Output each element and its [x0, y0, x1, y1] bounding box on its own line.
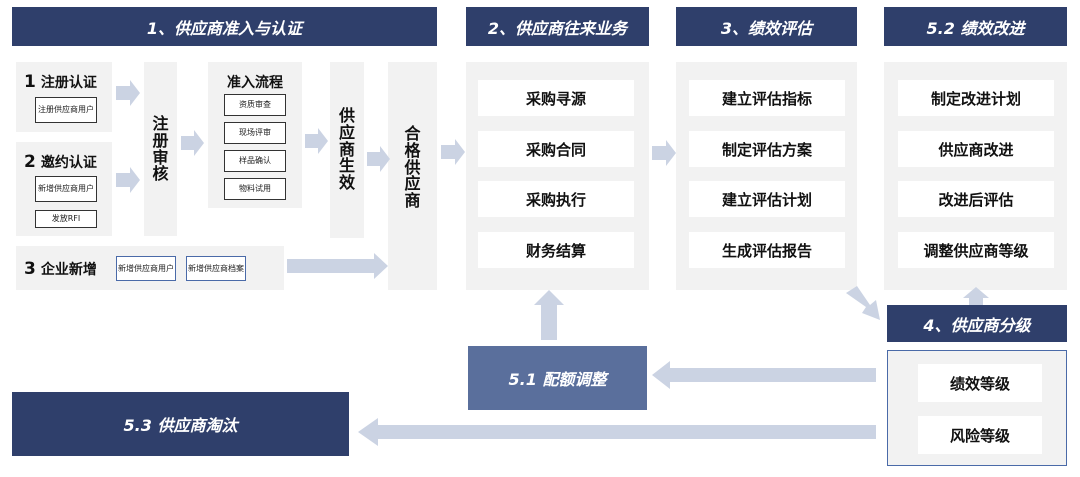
arrow-enterprise-to-qualified — [287, 253, 388, 279]
arrow-effective-to-qualified — [367, 146, 390, 172]
enterprise-label: 企业新增 — [40, 262, 97, 278]
purchase-contract-box: 采购合同 — [478, 131, 634, 167]
build-evaluation-schedule-box: 建立评估计划 — [689, 181, 845, 217]
issue-rfi-box: 发放RFI — [35, 210, 97, 228]
material-trial-box: 物料试用 — [224, 178, 286, 200]
admission-process-title: 准入流程 — [227, 75, 283, 91]
header-performance-improvement: 5.2 绩效改进 — [884, 7, 1067, 46]
arrow-review-to-process — [181, 130, 204, 156]
register-supplier-user-box: 注册供应商用户 — [35, 97, 97, 123]
panel-registration-review — [144, 62, 177, 236]
invite-label: 邀约认证 — [40, 155, 97, 171]
invite-new-supplier-user-box: 新增供应商用户 — [35, 176, 97, 202]
register-number: 1 — [24, 72, 36, 92]
generate-evaluation-report-box: 生成评估报告 — [689, 232, 845, 268]
header-supplier-business: 2、供应商往来业务 — [466, 7, 649, 46]
enterprise-add-title: 3 企业新增 — [24, 259, 97, 279]
panel-supplier-effective — [330, 62, 364, 238]
register-label: 注册认证 — [40, 75, 97, 91]
arrow-grading-to-elimination — [358, 418, 876, 446]
purchase-sourcing-box: 采购寻源 — [478, 80, 634, 116]
panel-qualified-supplier — [388, 62, 437, 290]
invite-certification-title: 2 邀约认证 — [24, 152, 97, 172]
purchase-execution-box: 采购执行 — [478, 181, 634, 217]
qualification-review-box: 资质审查 — [224, 94, 286, 116]
arrow-qualified-to-business — [441, 139, 465, 165]
enterprise-number: 3 — [24, 259, 36, 279]
header-performance-evaluation: 3、绩效评估 — [676, 7, 857, 46]
header-quota-adjustment: 5.1 配额调整 — [468, 346, 647, 410]
supplier-effective-label: 供应商生效 — [338, 106, 355, 193]
make-improvement-plan-box: 制定改进计划 — [898, 80, 1054, 116]
onsite-review-box: 现场评审 — [224, 122, 286, 144]
invite-number: 2 — [24, 152, 36, 172]
header-supplier-elimination: 5.3 供应商淘汰 — [12, 392, 349, 456]
arrow-process-to-effective — [305, 128, 328, 154]
qualified-supplier-label: 合格供应商 — [404, 124, 421, 211]
sample-confirmation-box: 样品确认 — [224, 150, 286, 172]
supplier-improvement-box: 供应商改进 — [898, 131, 1054, 167]
arrow-grading-to-quota — [652, 361, 876, 389]
post-improvement-evaluation-box: 改进后评估 — [898, 181, 1054, 217]
make-evaluation-plan-box: 制定评估方案 — [689, 131, 845, 167]
arrow-business-to-evaluation — [652, 140, 676, 166]
arrow-grading-to-improvement — [963, 287, 989, 305]
arrow-evaluation-to-grading — [846, 286, 880, 320]
risk-level-box: 风险等级 — [918, 416, 1042, 454]
performance-level-box: 绩效等级 — [918, 364, 1042, 402]
registration-review-label: 注册审核 — [152, 114, 169, 184]
header-admission-certification: 1、供应商准入与认证 — [12, 7, 437, 46]
enterprise-new-supplier-file-box: 新增供应商档案 — [186, 256, 246, 281]
financial-settlement-box: 财务结算 — [478, 232, 634, 268]
enterprise-new-supplier-user-box: 新增供应商用户 — [116, 256, 176, 281]
arrow-quota-to-business — [534, 290, 564, 340]
adjust-supplier-level-box: 调整供应商等级 — [898, 232, 1054, 268]
build-evaluation-indicators-box: 建立评估指标 — [689, 80, 845, 116]
arrow-invite-to-review — [116, 167, 140, 193]
arrow-register-to-review — [116, 80, 140, 106]
register-certification-title: 1 注册认证 — [24, 72, 97, 92]
header-supplier-grading: 4、供应商分级 — [887, 305, 1067, 342]
